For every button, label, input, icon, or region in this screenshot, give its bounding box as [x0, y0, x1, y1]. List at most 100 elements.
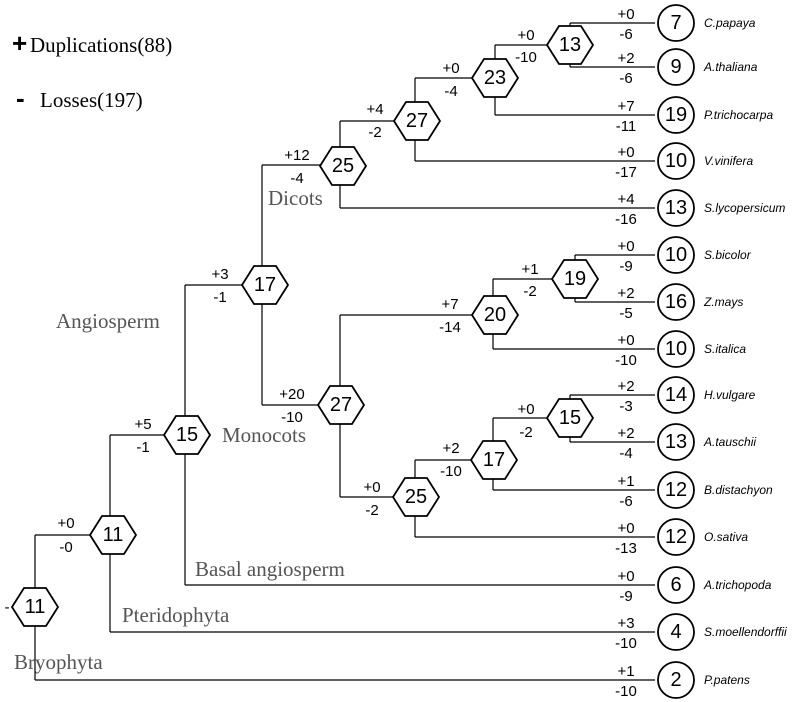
- leaf-gain: +3: [617, 615, 634, 632]
- leaf-loss: -10: [615, 683, 637, 700]
- svg-text:11: 11: [103, 524, 124, 546]
- svg-text:+20: +20: [279, 386, 304, 403]
- leaf-loss: -6: [619, 26, 632, 43]
- node-n13: 15 +0 -2: [517, 398, 595, 441]
- svg-text:+0: +0: [517, 27, 534, 44]
- svg-text:15: 15: [559, 407, 581, 429]
- svg-text:+7: +7: [441, 296, 458, 313]
- leaf-species-label: A.tauschii: [703, 435, 756, 449]
- node-n9: 20 +7 -14: [439, 295, 520, 336]
- leaf-circle: [657, 4, 695, 42]
- leaf-circle: [657, 376, 695, 414]
- losses-symbol: -: [16, 83, 25, 113]
- leaf-count: 6: [670, 574, 681, 596]
- leaf-circle: [657, 48, 695, 86]
- leaf-count: 19: [665, 104, 687, 126]
- svg-text:+1: +1: [521, 261, 538, 278]
- clade-label-angiosperm: Angiosperm: [56, 309, 160, 333]
- svg-text:+12: +12: [284, 147, 309, 164]
- leaf-count: 13: [665, 431, 687, 453]
- leaf-species-label: H.vulgare: [704, 388, 756, 402]
- leaf-loss: -9: [619, 588, 632, 605]
- leaf-gain: +2: [617, 50, 634, 67]
- leaf-species-label: S.bicolor: [704, 248, 752, 262]
- leaf-count: 10: [665, 244, 687, 266]
- svg-text:-: -: [5, 599, 10, 616]
- svg-text:+0: +0: [57, 515, 74, 532]
- node-n12: 17 +2 -10: [440, 440, 519, 480]
- svg-text:25: 25: [332, 155, 354, 177]
- svg-text:-10: -10: [440, 463, 462, 480]
- leaf-count: 13: [665, 197, 687, 219]
- svg-text:-0: -0: [59, 539, 72, 556]
- leaf-count: 7: [670, 12, 681, 34]
- leaf-count: 4: [670, 621, 681, 643]
- svg-text:-1: -1: [213, 289, 226, 306]
- svg-text:+0: +0: [517, 401, 534, 418]
- clade-label-monocots: Monocots: [222, 423, 306, 447]
- svg-text:-1: -1: [136, 439, 149, 456]
- leaf-loss: -13: [615, 540, 637, 557]
- internal-nodes: 11 - 11 +0 -0 15 +5 -1 17 +3 -1 25 +12 -…: [5, 25, 600, 627]
- leaf-species-label: S.lycopersicum: [704, 201, 785, 215]
- leaf-gain: +4: [617, 191, 634, 208]
- svg-text:+0: +0: [363, 479, 380, 496]
- svg-text:23: 23: [484, 67, 506, 89]
- svg-text:-10: -10: [281, 409, 303, 426]
- leaf-count: 16: [665, 291, 687, 313]
- leaf-circle: [657, 189, 695, 227]
- clade-label-basal-angiosperm: Basal angiosperm: [195, 557, 345, 581]
- node-n6: 23 +0 -4: [442, 58, 520, 100]
- leaf-species-label: P.trichocarpa: [704, 108, 773, 122]
- clade-labels: Dicots Angiosperm Monocots Basal angiosp…: [14, 186, 345, 674]
- leaf-count: 12: [665, 479, 687, 501]
- clade-label-dicots: Dicots: [268, 186, 323, 210]
- duplications-symbol: +: [12, 28, 27, 58]
- svg-text:-4: -4: [290, 170, 303, 187]
- leaf-species-label: B.distachyon: [704, 483, 773, 497]
- leaf-gain: +2: [617, 378, 634, 395]
- node-n3: 17 +3 -1: [211, 265, 290, 306]
- svg-text:27: 27: [330, 394, 352, 416]
- leaf-circle: [657, 518, 695, 556]
- svg-text:-2: -2: [523, 283, 536, 300]
- clade-label-pteridophyta: Pteridophyta: [122, 603, 230, 627]
- leaf-circle: [657, 661, 695, 699]
- svg-text:-4: -4: [444, 83, 457, 100]
- leaf-circle: [657, 423, 695, 461]
- node-n1: 11 +0 -0: [57, 515, 138, 556]
- svg-text:17: 17: [254, 274, 276, 296]
- svg-text:+4: +4: [366, 101, 383, 118]
- svg-text:+3: +3: [211, 266, 228, 283]
- svg-text:27: 27: [406, 110, 428, 132]
- node-n10: 19 +1 -2: [521, 259, 600, 300]
- node-n4: 25 +12 -4: [284, 146, 368, 187]
- leaf-gain: +1: [617, 663, 634, 680]
- leaf-count: 14: [665, 384, 687, 406]
- svg-text:25: 25: [405, 486, 427, 508]
- duplications-legend: Duplications(88): [30, 33, 172, 57]
- leaf-gain: +0: [617, 568, 634, 585]
- svg-text:-2: -2: [519, 424, 532, 441]
- leaf-loss: -17: [615, 164, 637, 181]
- leaf-species-label: C.papaya: [704, 16, 756, 30]
- svg-text:+2: +2: [442, 440, 459, 457]
- leaf-loss: -4: [619, 445, 632, 462]
- clade-label-bryophyta: Bryophyta: [14, 650, 103, 674]
- leaf-gain: +0: [617, 332, 634, 349]
- leaf-gain: +0: [617, 520, 634, 537]
- tree-branches: [34, 22, 655, 681]
- leaf-circle: [657, 471, 695, 509]
- leaf-species-label: P.patens: [704, 673, 750, 687]
- leaf-species-label: A.trichopoda: [703, 578, 772, 592]
